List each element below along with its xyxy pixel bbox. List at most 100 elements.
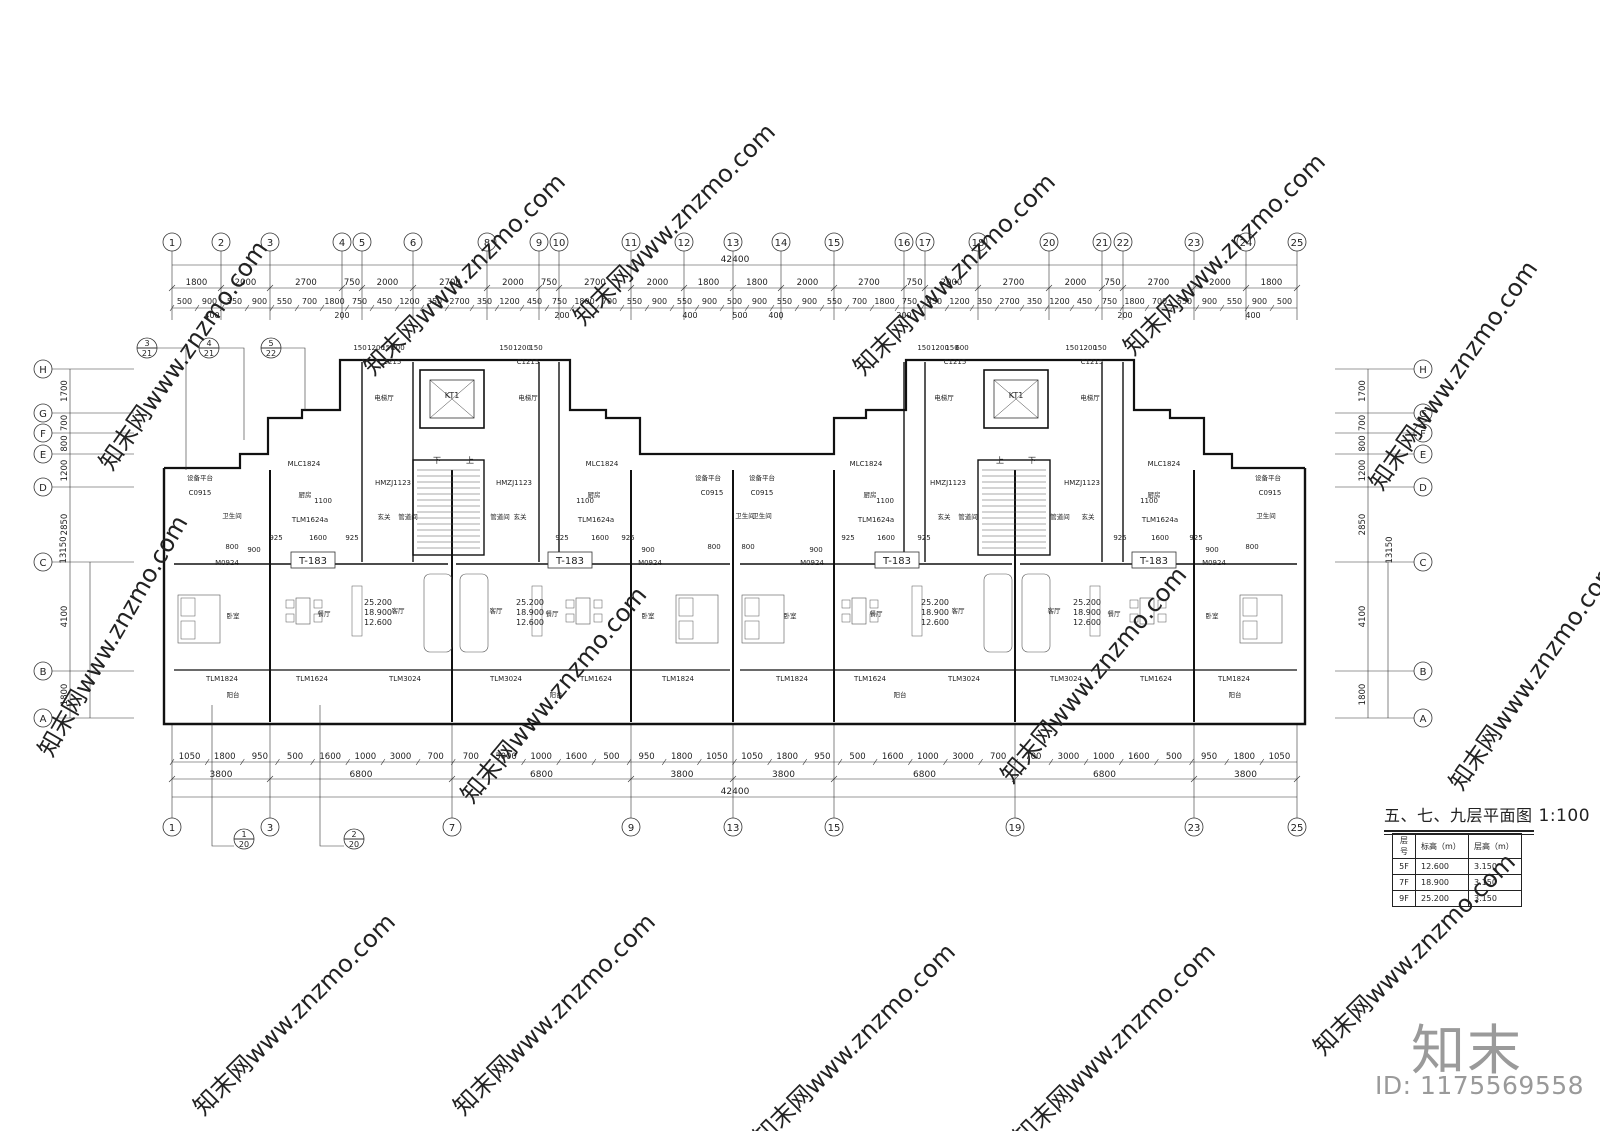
window-dim: 900 [641, 546, 654, 554]
axis-bubble [771, 232, 791, 252]
room-label: 客厅 [392, 606, 406, 615]
dim-tick [594, 304, 600, 312]
dim-tick [1189, 758, 1194, 766]
window-tag: MLC1824 [1148, 460, 1181, 468]
axis-bubble [915, 232, 935, 252]
axis-bubble [162, 232, 182, 252]
top-dim-label: 1800 [574, 297, 594, 306]
unit-tag-box [290, 551, 336, 569]
axis-bubble [549, 232, 569, 252]
stair-core [412, 459, 485, 556]
dim-tick [744, 304, 750, 312]
axis-bubble [332, 232, 352, 252]
dim-tick [974, 284, 982, 292]
axis-label: 12 [678, 238, 691, 249]
axis-label: 1 [169, 823, 175, 834]
level-header-elevation: 标高（m） [1415, 833, 1469, 859]
dim-tick [1094, 304, 1100, 312]
axis-bubble [723, 232, 743, 252]
top-dim-label: 500 [1277, 297, 1292, 306]
window-dim: 1100 [876, 497, 894, 505]
bed [1239, 594, 1283, 644]
window-dim: 900 [247, 546, 260, 554]
room-label: 设备平台 [695, 473, 721, 482]
axis-bubble [1092, 232, 1112, 252]
side-dim-label: 1800 [1358, 684, 1368, 706]
top-dim-label: 200 [1117, 311, 1132, 320]
top-dim-label: 350 [977, 297, 992, 306]
window-tag: TLM3024 [947, 675, 981, 683]
top-dim-label: 2700 [295, 278, 317, 288]
stair-direction: 下 [1028, 456, 1036, 465]
dim-tick [483, 284, 491, 292]
bottom-dim-label: 6800 [913, 770, 936, 780]
axis-label: 13 [727, 238, 740, 249]
interior-details [157, 347, 1283, 847]
elevator-tag: KT1 [1009, 391, 1024, 400]
section-mark-number: 4 [206, 339, 211, 348]
axis-label: 7 [449, 823, 455, 834]
side-dim-label: 4100 [60, 606, 70, 628]
bottom-dim-label: 3800 [1234, 770, 1257, 780]
room-label: 设备平台 [1255, 473, 1281, 482]
top-dim-label: 1200 [499, 297, 519, 306]
level-elevation: 12.600 [1415, 858, 1469, 875]
window-tag: TLM1824 [775, 675, 809, 683]
top-dim-label: 550 [827, 297, 842, 306]
elevation-label: 18.900 [921, 608, 949, 617]
elevator-cross [993, 379, 1039, 419]
window-tag: HMZJ1123 [496, 479, 532, 487]
dim-tick [494, 304, 500, 312]
unit-tag-box [874, 551, 920, 569]
elevation-label: 12.600 [1073, 618, 1101, 627]
room-label: 设备平台 [749, 473, 775, 482]
room-label: 餐厅 [546, 609, 560, 618]
axis-bubble [1287, 817, 1307, 837]
window-dim: 1200 [367, 344, 385, 352]
axis-label: 17 [919, 238, 932, 249]
axis-bubble [403, 232, 423, 252]
room-label: 卫生间 [735, 511, 755, 520]
window-dim: 1100 [576, 497, 594, 505]
axis-bubble [621, 817, 641, 837]
axis-label: 15 [828, 238, 841, 249]
top-dim-label: 1200 [1049, 297, 1069, 306]
top-dim-label: 1800 [874, 297, 894, 306]
dim-tick [369, 304, 375, 312]
axis-bubble [1413, 444, 1433, 464]
top-dim-label: 550 [677, 297, 692, 306]
elevation-label: 25.200 [1073, 598, 1101, 607]
dim-tick [469, 304, 475, 312]
dim-tick [1013, 758, 1018, 766]
dim-tick [627, 775, 635, 783]
top-dim-label: 2000 [502, 278, 524, 288]
axis-label: G [39, 409, 47, 420]
axis-label: 2 [218, 238, 224, 249]
room-label: 卧室 [227, 611, 241, 620]
dim-tick [310, 758, 315, 766]
dim-tick [1154, 758, 1159, 766]
room-label: 餐厅 [870, 609, 884, 618]
dim-tick [169, 758, 175, 766]
dim-tick [444, 304, 450, 312]
top-dim-label: 450 [927, 297, 942, 306]
dim-tick [1045, 284, 1053, 292]
dim-tick [1224, 758, 1229, 766]
axis-label: D [39, 483, 47, 494]
dim-tick [1269, 304, 1275, 312]
dim-tick [872, 758, 878, 766]
dim-tick [1190, 775, 1198, 783]
top-dim-label: 200 [554, 311, 569, 320]
watermark-text: 知末网www.znzmo.com [1444, 555, 1600, 795]
room-label: 阳台 [1229, 690, 1242, 699]
tv-cabinet [911, 585, 923, 637]
dim-tick [978, 758, 983, 766]
axis-bubble [968, 232, 988, 252]
dim-tick [244, 304, 250, 312]
axis-bubble [621, 232, 641, 252]
top-dim-label: 750 [352, 297, 367, 306]
unit-tag-box [1131, 551, 1177, 569]
top-dim-label: 900 [752, 297, 767, 306]
bed [675, 594, 719, 644]
axis-bubble [824, 817, 844, 837]
